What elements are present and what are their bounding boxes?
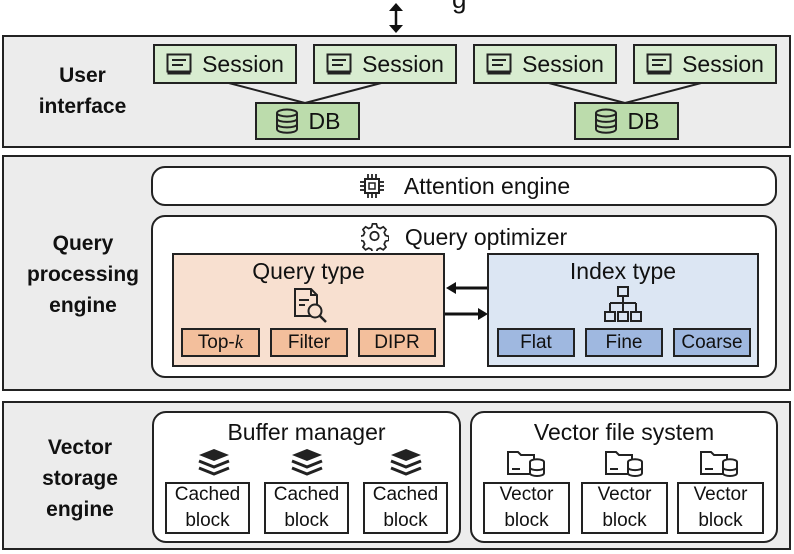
vector-file-system-title: Vector file system (533, 419, 715, 445)
user-interface-label: User interface (10, 60, 155, 122)
top-arrow (386, 2, 406, 34)
layers-icon (290, 448, 324, 478)
session-icon (486, 53, 512, 75)
flat-label: Flat (520, 331, 552, 353)
buffer-manager-title: Buffer manager (227, 419, 386, 445)
chip-icon (358, 172, 386, 200)
vector-block: Vector block (677, 482, 764, 534)
fine-label: Fine (605, 331, 643, 353)
cached-block: Cached block (264, 482, 349, 534)
coarse-label: Coarse (681, 331, 743, 353)
block-line: block (383, 510, 428, 531)
query-type-filter: Filter (270, 328, 348, 357)
db-box: DB (255, 102, 360, 140)
label-line: interface (38, 95, 127, 118)
db-label: DB (308, 107, 341, 134)
vector-block: Vector block (483, 482, 570, 534)
gear-icon (360, 223, 389, 251)
hierarchy-icon (601, 285, 645, 325)
session-box: Session (633, 44, 777, 84)
session-label: Session (682, 50, 764, 77)
query-type-topk: Top-k (181, 328, 260, 357)
db-label: DB (627, 107, 660, 134)
query-type-dipr: DIPR (358, 328, 436, 357)
database-icon (275, 108, 299, 134)
label-line: Query (52, 232, 114, 255)
topk-variable: k (234, 331, 244, 353)
block-line: block (602, 510, 647, 531)
label-line: engine (46, 498, 114, 521)
block-line: block (698, 510, 743, 531)
block-line: block (504, 510, 549, 531)
block-line: Vector (693, 484, 748, 505)
block-line: Vector (499, 484, 554, 505)
label-line: Vector (47, 436, 113, 459)
query-optimizer-header: Query optimizer (151, 221, 777, 253)
vector-block: Vector block (581, 482, 668, 534)
block-line: Cached (174, 484, 241, 505)
index-type-title: Index type (569, 258, 677, 284)
attention-engine-box: Attention engine (151, 166, 777, 206)
session-box: Session (473, 44, 617, 84)
storage-engine-label: Vector storage engine (10, 432, 150, 525)
session-icon (166, 53, 192, 75)
attention-engine-label: Attention engine (403, 172, 571, 199)
index-type-coarse: Coarse (673, 328, 751, 357)
file-database-icon (506, 448, 546, 478)
session-label: Session (362, 50, 444, 77)
layers-icon (389, 448, 423, 478)
index-type-flat: Flat (497, 328, 575, 357)
db-box: DB (574, 102, 679, 140)
block-line: Cached (273, 484, 340, 505)
session-icon (646, 53, 672, 75)
file-database-icon (604, 448, 644, 478)
label-line: storage (42, 467, 118, 490)
topk-prefix: Top- (197, 331, 235, 353)
database-icon (594, 108, 618, 134)
document-search-icon (291, 286, 331, 326)
label-line: engine (49, 294, 117, 317)
session-box: Session (313, 44, 457, 84)
query-type-title: Query type (252, 258, 365, 284)
session-label: Session (202, 50, 284, 77)
layers-icon (197, 448, 231, 478)
session-label: Session (522, 50, 604, 77)
query-optimizer-label: Query optimizer (404, 223, 568, 250)
session-icon (326, 53, 352, 75)
block-line: Cached (372, 484, 439, 505)
cached-block: Cached block (165, 482, 250, 534)
block-line: Vector (597, 484, 652, 505)
optimizer-arrows (445, 282, 489, 320)
query-engine-label: Query processing engine (8, 228, 158, 321)
cached-block: Cached block (363, 482, 448, 534)
block-line: block (185, 510, 230, 531)
filter-label: Filter (287, 331, 331, 353)
session-box: Session (153, 44, 297, 84)
label-line: User (59, 64, 106, 87)
top-arrow-label: g (452, 0, 466, 12)
label-line: processing (26, 263, 140, 286)
dipr-label: DIPR (374, 331, 420, 353)
ui-connectors (224, 81, 706, 104)
block-line: block (284, 510, 329, 531)
file-database-icon (699, 448, 739, 478)
index-type-fine: Fine (585, 328, 663, 357)
